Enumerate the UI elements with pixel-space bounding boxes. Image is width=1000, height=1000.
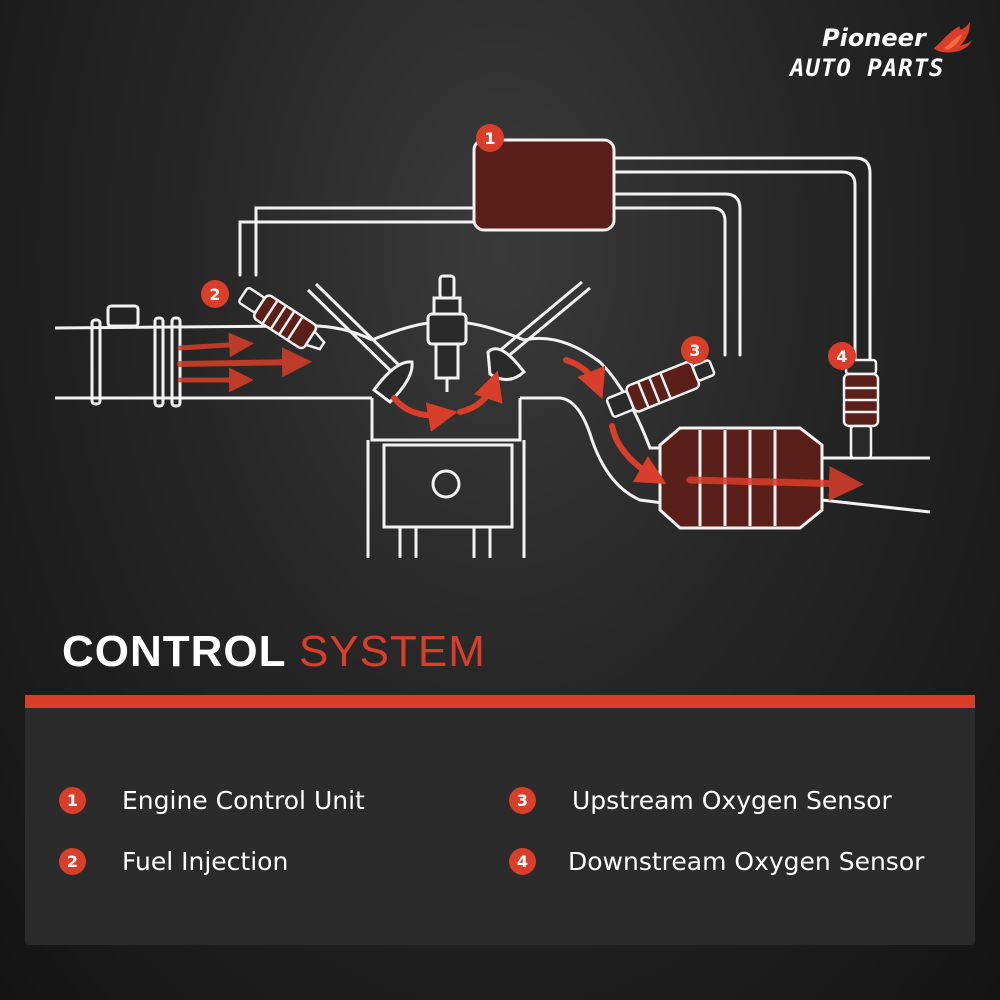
piston-pin <box>431 469 461 499</box>
intake-clamp <box>90 318 102 406</box>
legend-label: Upstream Oxygen Sensor <box>572 785 892 815</box>
piston <box>382 443 514 529</box>
marker-label: 3 <box>689 341 700 360</box>
title-light: SYSTEM <box>298 627 486 676</box>
brand-name-line2: AUTO PARTS <box>790 54 945 82</box>
legend-item-ecu: 1 Engine Control Unit <box>59 780 365 820</box>
diagram-marker: 3 <box>681 336 709 364</box>
diagram-marker: 2 <box>201 280 229 308</box>
title-bold: CONTROL <box>62 627 286 676</box>
legend-number-badge: 3 <box>509 786 536 814</box>
diagram-marker: 1 <box>476 124 504 152</box>
marker-label: 2 <box>209 285 220 304</box>
legend-number-badge: 2 <box>59 847 86 875</box>
legend-item-fuel-injection: 2 Fuel Injection <box>59 841 288 881</box>
engine-block <box>366 320 526 558</box>
brand-name-line1: Pioneer <box>822 24 926 52</box>
legend-number-badge: 1 <box>59 786 86 814</box>
exhaust-manifold <box>520 336 931 514</box>
legend-item-downstream-sensor: 4 Downstream Oxygen Sensor <box>509 841 924 881</box>
diagram-marker: 4 <box>828 342 856 370</box>
legend-panel: 1 Engine Control Unit 2 Fuel Injection 3… <box>25 708 975 945</box>
combustion-flow-arrow <box>391 395 458 432</box>
intake-valve <box>306 282 414 404</box>
air-sensor-box <box>106 304 140 328</box>
exhaust-flow-arrow <box>609 423 667 485</box>
intake-flow-arrow <box>177 332 254 358</box>
spark-plug <box>426 274 468 392</box>
exhaust-flow-arrow <box>563 357 606 400</box>
fuel-injector <box>238 286 326 351</box>
divider-bar <box>25 695 975 708</box>
legend-label: Fuel Injection <box>122 846 289 876</box>
page-title: CONTROL SYSTEM <box>62 622 486 682</box>
flame-icon <box>934 22 972 53</box>
upstream-oxygen-sensor <box>605 359 716 418</box>
marker-label: 1 <box>484 129 495 148</box>
flow-arrows <box>177 332 864 501</box>
downstream-oxygen-sensor <box>842 358 880 460</box>
converter-flow-arrow <box>686 465 864 501</box>
marker-label: 4 <box>836 347 847 366</box>
legend-item-upstream-sensor: 3 Upstream Oxygen Sensor <box>509 780 892 820</box>
legend-label: Engine Control Unit <box>122 785 365 815</box>
intake-flow-arrow <box>177 347 312 378</box>
legend-label: Downstream Oxygen Sensor <box>568 846 925 876</box>
air-intake <box>54 304 373 408</box>
brand-logo: Pioneer AUTO PARTS <box>780 18 980 88</box>
engine-control-diagram: 1 2 3 4 <box>54 124 931 558</box>
legend-number-badge: 4 <box>509 847 536 875</box>
wiring-harness <box>238 156 872 362</box>
combustion-flow-arrow <box>457 370 503 415</box>
intake-clamp <box>153 316 165 408</box>
ecu-box <box>472 138 616 232</box>
